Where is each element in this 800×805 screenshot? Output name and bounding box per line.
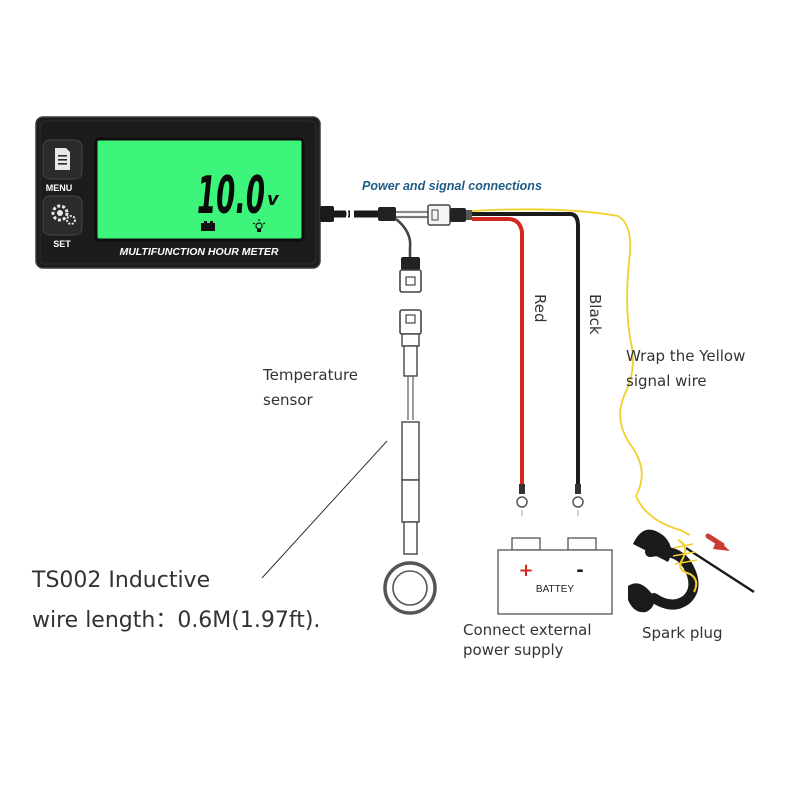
document-icon <box>55 148 70 170</box>
temperature-sensor-label-line1: Temperature <box>263 366 359 384</box>
set-button-label: SET <box>53 239 71 249</box>
wrap-instruction-line1: Wrap the Yellow <box>626 347 746 365</box>
display-unit: v <box>267 189 280 210</box>
spark-plug-label: Spark plug <box>642 624 723 642</box>
temperature-sensor <box>383 248 437 615</box>
black-wire <box>472 212 580 484</box>
power-supply-label-line2: power supply <box>463 641 564 659</box>
power-supply-label-line1: Connect external <box>463 621 592 639</box>
black-terminal <box>572 484 584 508</box>
battery-minus-sign: - <box>576 560 583 581</box>
sensor-model-label: TS002 Inductive <box>32 568 211 593</box>
power-connector <box>427 204 472 226</box>
black-wire-label: Black <box>586 294 604 335</box>
red-wire-label: Red <box>531 294 549 323</box>
main-cable <box>334 206 430 249</box>
battery-icon <box>201 221 215 231</box>
arrow-icon <box>705 533 730 551</box>
battery-label: BATTEY <box>536 584 574 595</box>
connections-title: Power and signal connections <box>362 179 542 193</box>
gear-icon <box>51 204 76 225</box>
sensor-connector-bottom <box>399 309 422 335</box>
sensor-connector-top <box>401 257 420 270</box>
hour-meter <box>35 116 334 269</box>
sensor-ring <box>383 561 437 615</box>
wrap-instruction-line2: signal wire <box>626 372 707 390</box>
wire-length-label: wire length：0.6M(1.97ft). <box>32 608 321 633</box>
sensor-pointer-line <box>261 440 388 579</box>
display-value: 10.0 <box>197 166 265 226</box>
spark-plug <box>628 529 755 613</box>
temperature-sensor-label-line2: sensor <box>263 391 313 409</box>
battery <box>497 537 613 615</box>
spark-icon <box>252 219 266 232</box>
lcd-screen <box>94 137 305 242</box>
menu-button-label: MENU <box>46 183 73 193</box>
red-wire <box>472 217 524 484</box>
battery-plus-sign: + <box>518 560 533 581</box>
yellow-signal-wire <box>471 208 691 536</box>
red-terminal <box>516 484 528 508</box>
set-button[interactable] <box>42 195 83 236</box>
cable-splitter <box>378 207 396 221</box>
battery-body <box>497 549 613 615</box>
device-label: MULTIFUNCTION HOUR METER <box>119 246 278 258</box>
